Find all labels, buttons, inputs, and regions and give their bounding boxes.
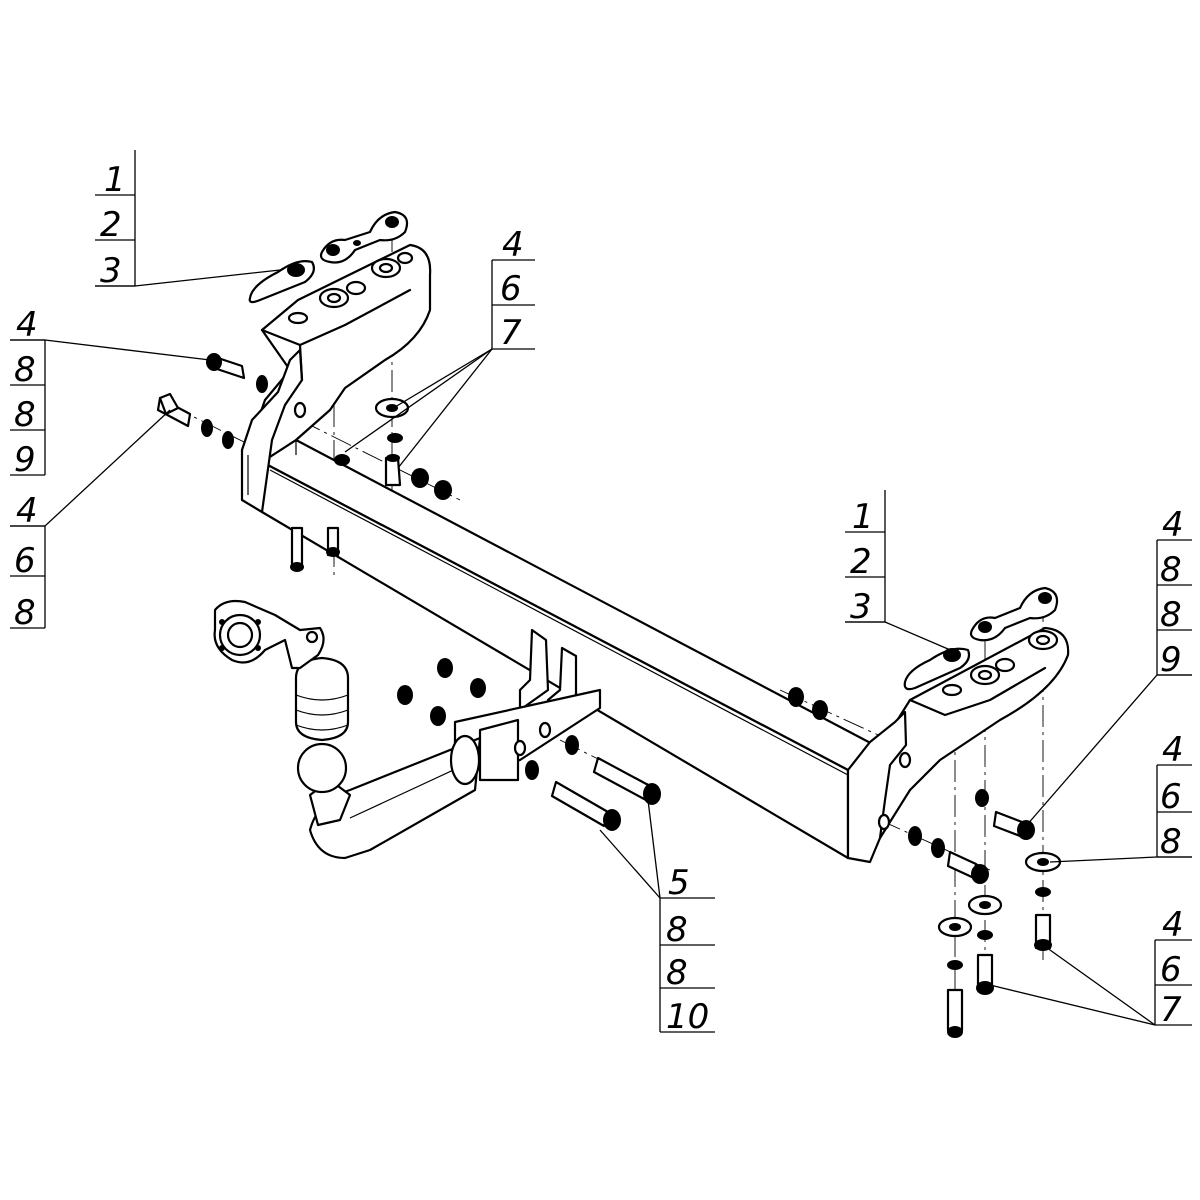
callout-number: 4	[1162, 730, 1184, 770]
right-mounting-bracket	[846, 586, 1070, 864]
callout-upper-left-bolt: 4 8 8 9	[10, 305, 46, 480]
callout-number: 4	[502, 225, 524, 265]
right-hardware	[788, 687, 1062, 1038]
callout-number: 7	[500, 313, 522, 353]
callout-number: 4	[16, 305, 38, 345]
callout-number: 8	[14, 350, 36, 390]
callout-left-side-bolt: 4 6 8	[10, 491, 46, 633]
callout-number: 6	[1160, 950, 1182, 990]
callout-right-middle-bolt: 4 6 8	[1156, 730, 1192, 862]
ball-mount-hardware	[397, 658, 661, 831]
callout-number: 1	[852, 497, 874, 537]
ball-mount	[213, 599, 602, 860]
callout-top-left-bracket: 1 2 3	[95, 150, 136, 291]
callout-number: 8	[1160, 595, 1182, 635]
callout-number: 10	[666, 997, 709, 1037]
callout-right-bracket: 1 2 3	[845, 490, 886, 627]
callout-number: 3	[100, 251, 122, 291]
left-mounting-bracket	[240, 210, 432, 514]
callout-number: 7	[1160, 990, 1182, 1030]
callout-number: 8	[14, 395, 36, 435]
callout-number: 2	[100, 205, 122, 245]
callout-number: 3	[850, 587, 872, 627]
callout-upper-center-hardware: 4 6 7	[491, 225, 535, 353]
callout-number: 6	[500, 269, 522, 309]
callout-number: 8	[666, 953, 688, 993]
callout-number: 8	[14, 593, 36, 633]
callout-number: 5	[668, 863, 690, 903]
callout-number: 2	[850, 542, 872, 582]
callout-number: 8	[1160, 822, 1182, 862]
callout-number: 9	[1160, 640, 1182, 680]
callout-number: 4	[1162, 505, 1184, 545]
callout-right-lower-hardware: 4 6 7	[1154, 905, 1192, 1030]
callout-number: 6	[14, 541, 36, 581]
callout-ball-mount-bolts: 5 8 8 10	[659, 863, 715, 1037]
callout-number: 4	[16, 491, 38, 531]
left-hardware	[156, 353, 452, 572]
callout-right-upper-bolt: 4 8 8 9	[1156, 505, 1192, 680]
callout-number: 1	[104, 160, 126, 200]
callout-number: 4	[1162, 905, 1184, 945]
callout-number: 8	[1160, 550, 1182, 590]
callout-number: 6	[1160, 777, 1182, 817]
callout-number: 9	[14, 440, 36, 480]
callout-number: 8	[666, 910, 688, 950]
